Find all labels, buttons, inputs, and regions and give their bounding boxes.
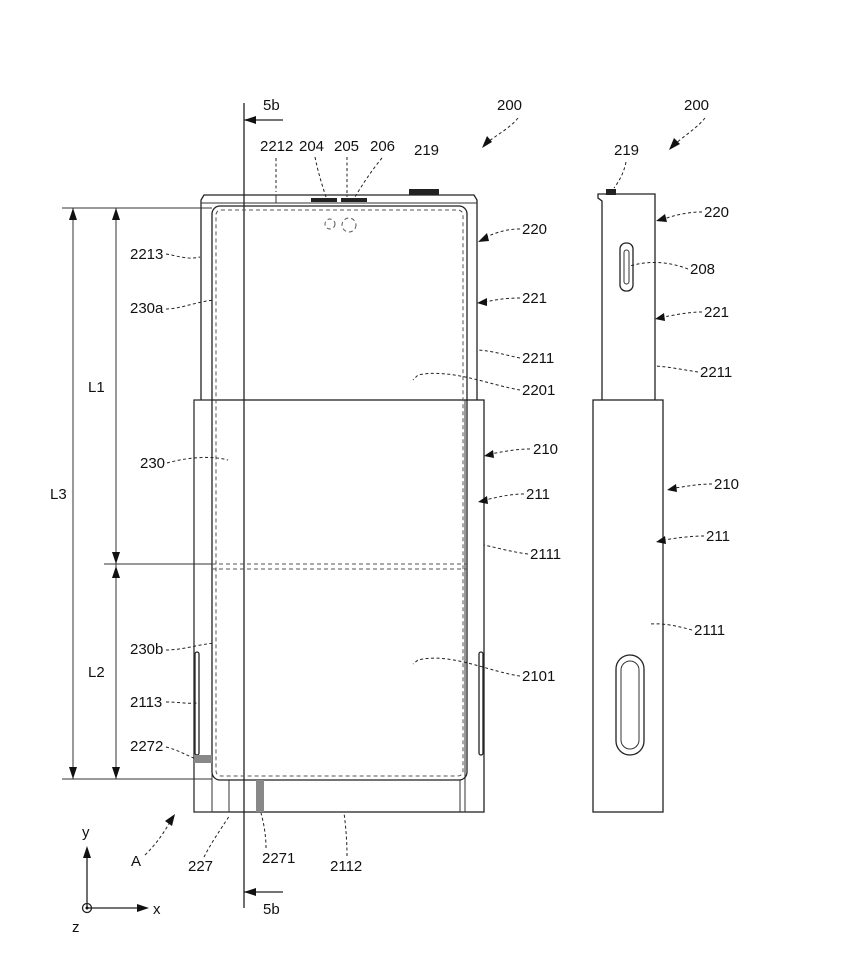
label-2111-side: 2111 <box>694 622 725 639</box>
label-230b: 230b <box>130 641 163 658</box>
axis-x-label: x <box>153 901 161 918</box>
label-2113: 2113 <box>130 694 162 711</box>
front-view: 200 <box>50 97 561 875</box>
main-housing-210 <box>193 399 485 813</box>
display-230 <box>211 205 468 781</box>
label-2101: 2101 <box>522 668 555 685</box>
part-2272 <box>194 755 212 763</box>
side-opening <box>615 654 645 756</box>
label-210-front: 210 <box>533 441 558 458</box>
section-line-5b: 5b 5b <box>243 97 283 918</box>
label-221-side: 221 <box>704 304 729 321</box>
label-219-side: 219 <box>614 142 639 159</box>
label-2272: 2272 <box>130 738 163 755</box>
axis-y-label: y <box>82 824 90 841</box>
dim-L3: L3 <box>50 486 67 503</box>
label-206: 206 <box>370 138 395 155</box>
axis-z-label: z <box>72 919 80 936</box>
label-2211-side: 2211 <box>700 364 732 381</box>
label-221-front: 221 <box>522 290 547 307</box>
label-219-front: 219 <box>414 142 439 159</box>
slide-housing-220 <box>200 194 478 400</box>
side-key-208 <box>619 242 634 292</box>
coordinate-axes: y x z <box>72 824 161 936</box>
label-220-front: 220 <box>522 221 547 238</box>
label-2201: 2201 <box>522 382 555 399</box>
label-227: 227 <box>188 858 213 875</box>
label-2112: 2112 <box>330 858 362 875</box>
camera-205 <box>341 217 357 233</box>
side-slide-housing <box>597 193 656 400</box>
ref-200-front: 200 <box>497 97 522 114</box>
side-view: 200 219 220 208 221 2211 210 211 2111 <box>592 97 739 813</box>
label-230: 230 <box>140 455 165 472</box>
label-204: 204 <box>299 138 324 155</box>
ref-200-side: 200 <box>684 97 709 114</box>
section-label-top: 5b <box>263 97 280 114</box>
label-2211-front: 2211 <box>522 350 554 367</box>
section-label-bottom: 5b <box>263 901 280 918</box>
dim-L1: L1 <box>88 379 105 396</box>
label-230a: 230a <box>130 300 164 317</box>
label-2111-front: 2111 <box>530 546 561 563</box>
side-button-right <box>478 651 484 756</box>
dim-L2: L2 <box>88 664 105 681</box>
top-button-219 <box>409 189 439 195</box>
label-211-front: 211 <box>526 486 550 503</box>
label-A: A <box>131 853 141 870</box>
label-205: 205 <box>334 138 359 155</box>
sensor-204 <box>324 218 336 230</box>
side-button-219 <box>606 189 616 195</box>
label-208: 208 <box>690 261 715 278</box>
side-main-housing <box>592 399 664 813</box>
label-2212: 2212 <box>260 138 293 155</box>
part-2271 <box>256 780 264 812</box>
label-2271: 2271 <box>262 850 295 867</box>
label-210-side: 210 <box>714 476 739 493</box>
label-211-side: 211 <box>706 528 730 545</box>
label-2213: 2213 <box>130 246 163 263</box>
label-220-side: 220 <box>704 204 729 221</box>
